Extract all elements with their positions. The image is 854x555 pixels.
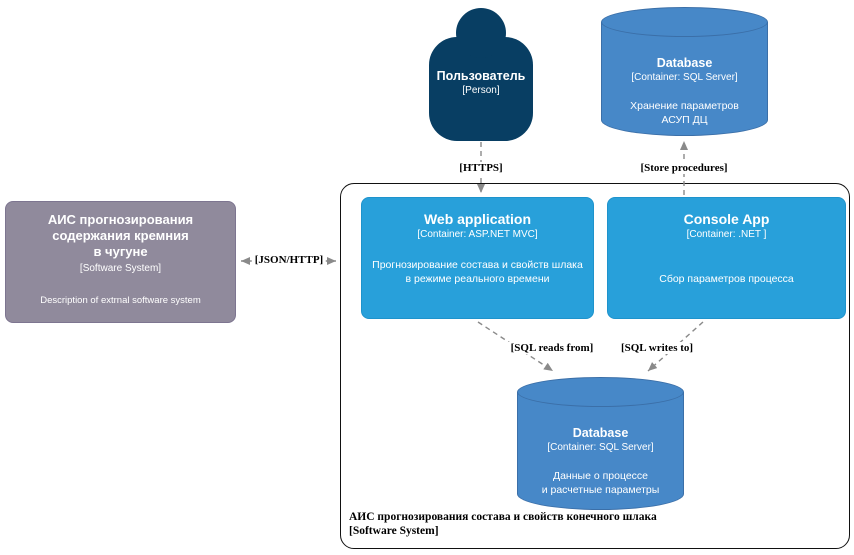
- system-database-description-line: и расчетные параметры: [541, 484, 660, 496]
- external-system-title-line: в чугуне: [93, 244, 148, 259]
- system-boundary-title: АИС прогнозирования состава и свойств ко…: [349, 511, 657, 523]
- person-text: Пользователь [Person]: [429, 68, 533, 98]
- web-application-node: Web application [Container: ASP.NET MVC]…: [361, 197, 594, 319]
- person-type: [Person]: [462, 85, 500, 96]
- external-system-description: Description of extrnal software system: [40, 295, 201, 306]
- system-database-description: Данные о процессе и расчетные параметры: [517, 469, 684, 497]
- system-boundary-caption: АИС прогнозирования состава и свойств ко…: [349, 510, 657, 538]
- external-system-type: [Software System]: [79, 263, 162, 274]
- edge-label-store-procedures: [Store procedures]: [637, 162, 731, 174]
- web-application-type: [Container: ASP.NET MVC]: [417, 229, 538, 240]
- web-application-description-line: в режиме реального времени: [405, 273, 550, 285]
- asup-database-node: Database [Container: SQL Server] Хранени…: [601, 7, 768, 136]
- console-app-type: [Container: .NET ]: [686, 229, 767, 240]
- cylinder-body: [601, 22, 768, 136]
- system-database-node: Database [Container: SQL Server] Данные …: [517, 377, 684, 510]
- edge-label-sql-writes: [SQL writes to]: [617, 342, 697, 354]
- asup-database-text: Database [Container: SQL Server] Хранени…: [601, 55, 768, 127]
- cylinder-top: [601, 7, 768, 37]
- console-app-node: Console App [Container: .NET ] Сбор пара…: [607, 197, 846, 319]
- console-app-name: Console App: [683, 211, 770, 227]
- system-boundary-type: [Software System]: [349, 525, 439, 537]
- web-application-name: Web application: [423, 211, 532, 227]
- system-database-name: Database: [572, 426, 629, 440]
- asup-database-description-line: АСУП ДЦ: [661, 114, 708, 126]
- system-database-description-line: Данные о процессе: [552, 470, 649, 482]
- person-name: Пользователь: [436, 69, 526, 83]
- asup-database-description-line: Хранение параметров: [630, 100, 739, 112]
- asup-database-name: Database: [656, 56, 713, 70]
- external-system-title-line: содержания кремния: [52, 228, 189, 243]
- asup-database-description: Хранение параметров АСУП ДЦ: [601, 99, 768, 127]
- person-head-icon: [456, 8, 506, 58]
- console-app-description: Сбор параметров процесса: [608, 272, 845, 286]
- system-database-text: Database [Container: SQL Server] Данные …: [517, 425, 684, 497]
- edge-label-sql-reads: [SQL reads from]: [507, 342, 597, 354]
- web-application-description-line: Прогнозирование состава и свойств шлака: [372, 259, 583, 271]
- external-system-node: АИС прогнозирования содержания кремния в…: [5, 201, 236, 323]
- cylinder-body: [517, 392, 684, 510]
- edge-label-json-http: [JSON/HTTP]: [251, 254, 327, 266]
- asup-database-type: [Container: SQL Server]: [631, 72, 738, 83]
- web-application-description: Прогнозирование состава и свойств шлака …: [362, 258, 593, 286]
- external-system-title-line: АИС прогнозирования: [47, 212, 194, 227]
- cylinder-top: [517, 377, 684, 407]
- person-node: Пользователь [Person]: [429, 8, 533, 141]
- system-database-type: [Container: SQL Server]: [547, 442, 654, 453]
- edge-label-https: [HTTPS]: [456, 162, 506, 174]
- console-app-description-line: Сбор параметров процесса: [659, 273, 794, 285]
